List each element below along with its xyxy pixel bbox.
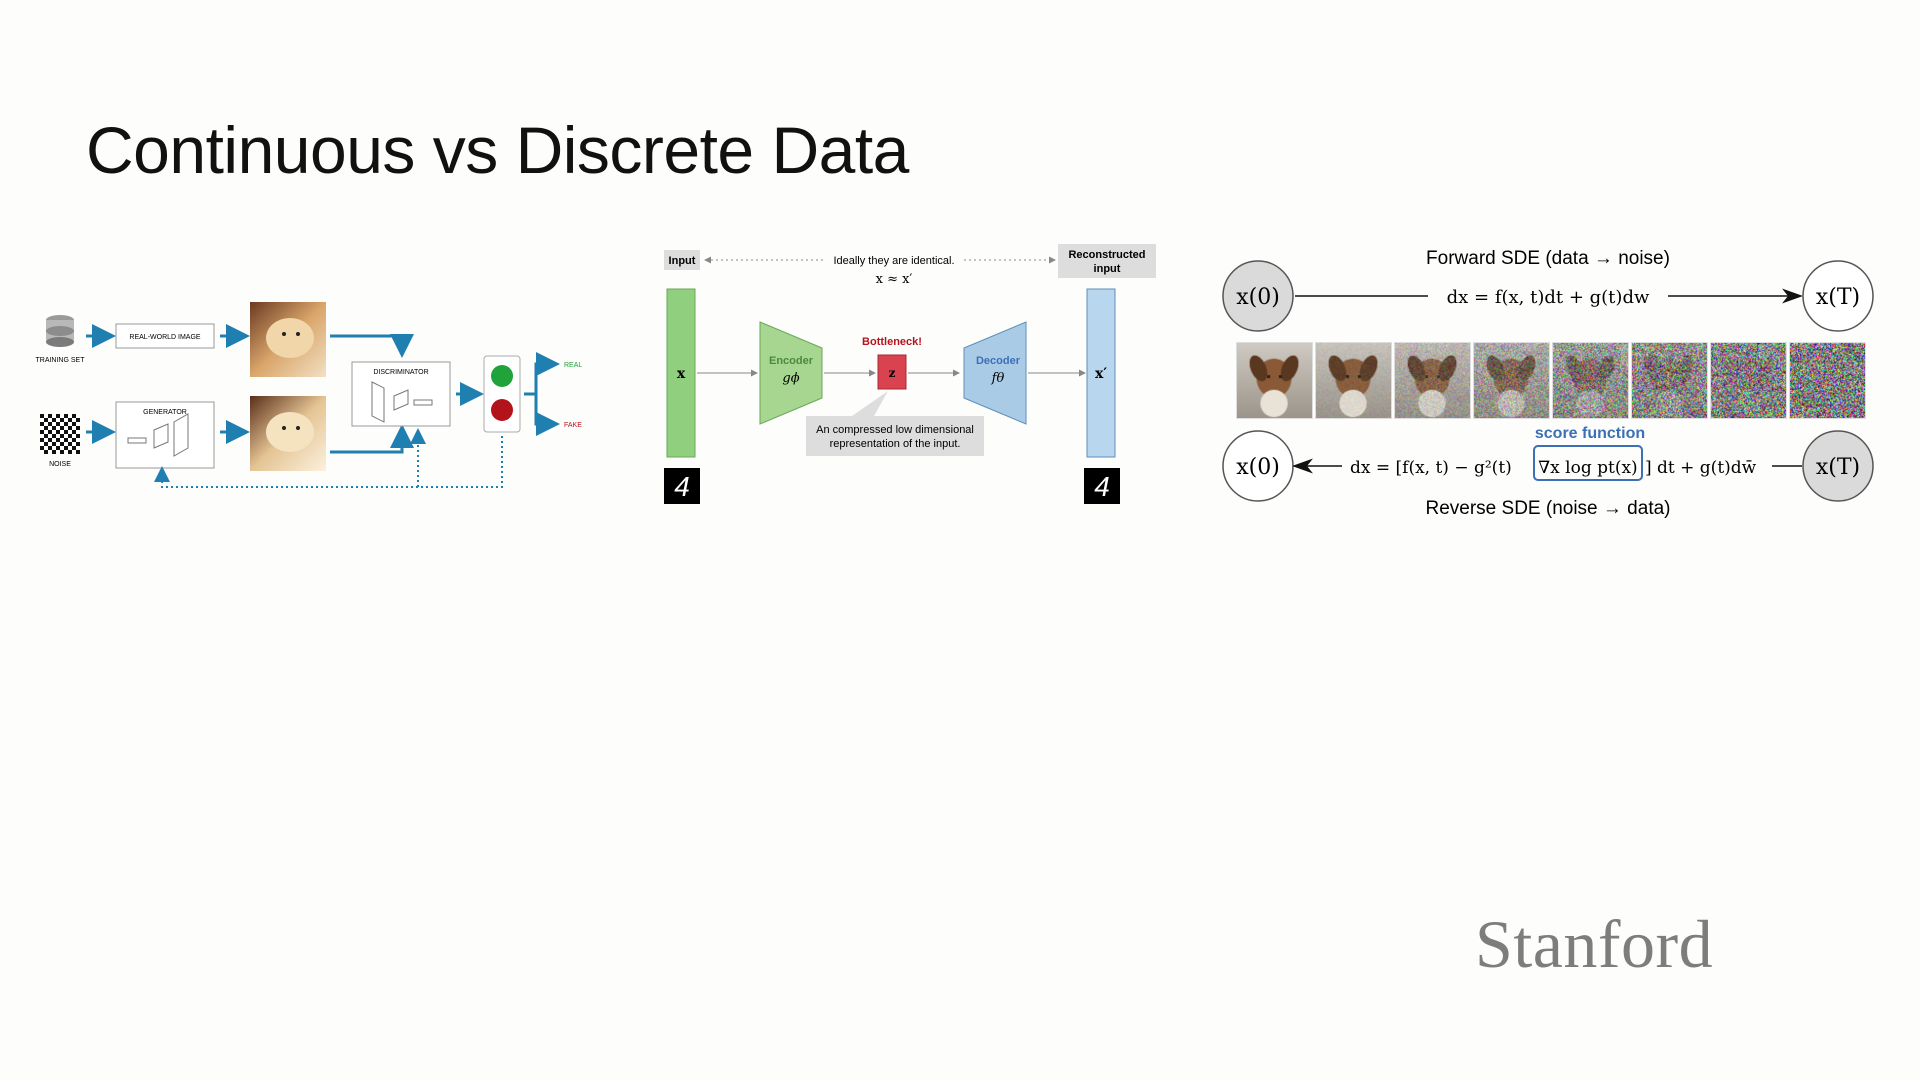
decoder-label: Decoder <box>976 355 1021 367</box>
reconstructed-line1: Reconstructed <box>1068 249 1145 261</box>
xT-forward-label: x(T) <box>1816 285 1860 310</box>
generator-label: GENERATOR <box>143 409 187 416</box>
input-tag <box>664 250 700 270</box>
forward-sde-title: Forward SDE (data → noise) <box>1426 248 1670 269</box>
score-function-box <box>1533 445 1643 481</box>
output-xprime-label: x′ <box>1095 366 1107 382</box>
gan-diagram: TRAINING SET REAL-WORLD IMAGE NOISE GENE… <box>35 302 582 488</box>
noise-step-image <box>1473 342 1550 419</box>
real-light <box>491 365 513 387</box>
x0-node-forward <box>1222 260 1294 332</box>
discriminator-box <box>351 361 451 427</box>
decoder-fn: fθ <box>991 371 1005 386</box>
noise-step-image <box>1631 342 1708 419</box>
bottleneck-note <box>806 416 984 456</box>
input-digit-image <box>664 468 700 504</box>
reconstructed-tag <box>1058 244 1156 278</box>
stanford-logo: Stanford <box>1475 906 1714 982</box>
reverse-eq-score: ∇x log pt(x) <box>1538 458 1637 478</box>
database-icon <box>46 315 74 347</box>
real-label: REAL <box>564 362 582 369</box>
encoder-label: Encoder <box>769 355 814 367</box>
input-digit: 4 <box>674 471 690 502</box>
input-bar <box>666 288 696 458</box>
score-function-label: score function <box>1535 425 1645 442</box>
generator-box <box>115 401 215 469</box>
noise-step-image <box>1315 342 1392 419</box>
noise-step-image <box>1710 342 1787 419</box>
autoencoder-diagram: Input Ideally they are identical. x ≈ x′… <box>664 244 1156 504</box>
x0-reverse-label: x(0) <box>1236 455 1280 480</box>
real-dog-image <box>250 302 326 377</box>
noise-image <box>40 414 80 454</box>
output-digit-image <box>1084 468 1120 504</box>
note-line2: representation of the input. <box>830 438 961 450</box>
xT-node-forward <box>1802 260 1874 332</box>
output-bar <box>1086 288 1116 458</box>
encoder-fn: gϕ <box>782 371 799 386</box>
feedback-path <box>154 436 503 488</box>
slide-title: Continuous vs Discrete Data <box>86 113 909 187</box>
sde-diagram: Forward SDE (data → noise) x(0) dx = f(x… <box>1222 248 1874 519</box>
z-label: z <box>889 366 896 380</box>
xT-node-reverse <box>1802 430 1874 502</box>
xT-reverse-label: x(T) <box>1816 455 1860 480</box>
forward-equation: dx = f(x, t)dt + g(t)dw <box>1447 287 1650 308</box>
fake-label: FAKE <box>564 422 582 429</box>
noise-step-image <box>1236 342 1313 419</box>
reverse-eq-left: dx = [f(x, t) − g²(t) <box>1350 458 1512 478</box>
ideal-equation: x ≈ x′ <box>876 272 913 287</box>
discriminator-label: DISCRIMINATOR <box>373 369 428 376</box>
reverse-sde-title: Reverse SDE (noise → data) <box>1426 498 1671 519</box>
bottleneck-label: Bottleneck! <box>862 336 922 348</box>
real-world-image-label: REAL-WORLD IMAGE <box>129 334 201 341</box>
noise-step-image <box>1789 342 1866 419</box>
fake-dog-image <box>250 396 326 471</box>
note-line1: An compressed low dimensional <box>816 424 974 436</box>
input-x-label: x <box>677 366 686 382</box>
encoder-block <box>759 321 823 425</box>
reverse-eq-right: ] dt + g(t)dw̄ <box>1645 458 1757 478</box>
output-digit: 4 <box>1094 471 1110 502</box>
input-tag-label: Input <box>669 255 696 267</box>
decoder-block <box>963 321 1027 425</box>
noise-step-image <box>1552 342 1629 419</box>
bottleneck-z <box>877 354 907 390</box>
reconstructed-line2: input <box>1094 263 1121 275</box>
fake-light <box>491 399 513 421</box>
noise-step-image <box>1394 342 1471 419</box>
x0-forward-label: x(0) <box>1236 285 1280 310</box>
training-set-label: TRAINING SET <box>35 357 85 364</box>
noise-label: NOISE <box>49 461 71 468</box>
ideal-text: Ideally they are identical. <box>833 255 954 267</box>
